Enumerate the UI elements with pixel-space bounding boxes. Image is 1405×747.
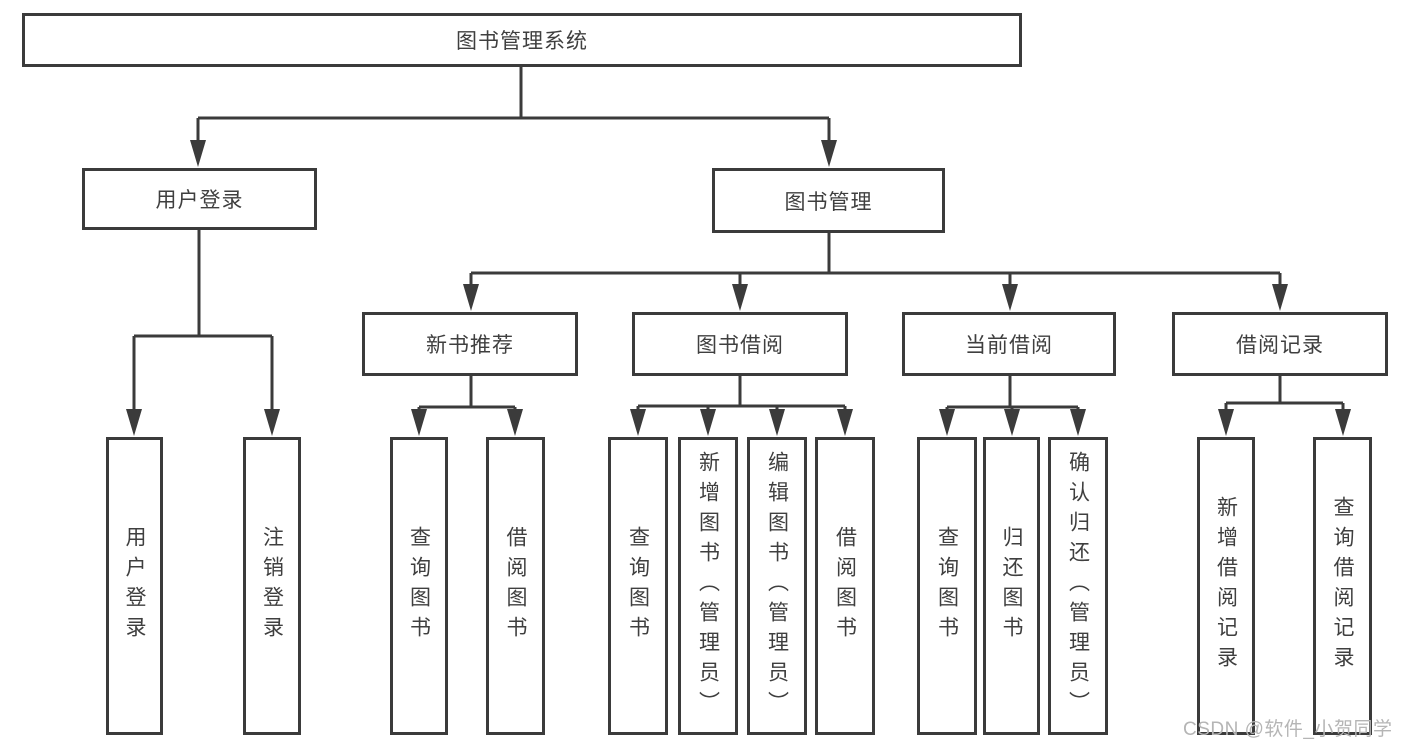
node-label: 新书推荐 [426, 334, 514, 357]
node-label: 用户登录 [155, 189, 244, 212]
leaf-query-borrow-record: 查询借阅记录 [1313, 437, 1372, 735]
leaf-query-books-recommend: 查询图书 [390, 437, 448, 735]
leaf-label: 编辑图书（管理员） [765, 451, 789, 721]
arrowheads [126, 140, 1351, 436]
leaf-label: 查询图书 [407, 526, 431, 646]
node-user-login: 用户登录 [82, 168, 317, 230]
leaf-borrow-books-recommend: 借阅图书 [486, 437, 545, 735]
node-label: 借阅记录 [1236, 334, 1324, 357]
node-current-borrowing: 当前借阅 [902, 312, 1116, 376]
leaf-add-borrow-record: 新增借阅记录 [1197, 437, 1255, 735]
leaf-label: 新增借阅记录 [1214, 496, 1238, 676]
node-label: 图书管理系统 [456, 30, 588, 53]
node-label: 当前借阅 [965, 334, 1053, 357]
leaf-query-books-current: 查询图书 [917, 437, 977, 735]
leaf-label: 新增图书（管理员） [696, 451, 720, 721]
node-book-borrowing: 图书借阅 [632, 312, 848, 376]
node-library-management-system: 图书管理系统 [22, 13, 1022, 67]
node-borrowing-records: 借阅记录 [1172, 312, 1388, 376]
leaf-label: 查询借阅记录 [1331, 496, 1354, 676]
leaf-confirm-return-admin: 确认归还（管理员） [1048, 437, 1108, 735]
leaf-label: 注销登录 [260, 526, 284, 646]
leaf-query-books-borrowing: 查询图书 [608, 437, 668, 735]
leaf-label: 借阅图书 [833, 526, 857, 646]
csdn-watermark: CSDN @软件_小贺同学 [1183, 719, 1393, 740]
leaf-return-books: 归还图书 [983, 437, 1040, 735]
leaf-user-login: 用户登录 [106, 437, 163, 735]
leaf-add-books-admin: 新增图书（管理员） [678, 437, 738, 735]
leaf-edit-books-admin: 编辑图书（管理员） [747, 437, 807, 735]
leaf-borrow-books: 借阅图书 [815, 437, 875, 735]
leaf-label: 查询图书 [626, 526, 650, 646]
leaf-logout: 注销登录 [243, 437, 301, 735]
leaf-label: 确认归还（管理员） [1066, 451, 1090, 721]
leaf-label: 归还图书 [1000, 526, 1023, 646]
leaf-label: 查询图书 [935, 526, 959, 646]
node-label: 图书借阅 [696, 334, 784, 357]
leaf-label: 借阅图书 [504, 526, 527, 646]
node-new-book-recommendation: 新书推荐 [362, 312, 578, 376]
node-book-management: 图书管理 [712, 168, 945, 233]
leaf-label: 用户登录 [123, 526, 146, 646]
node-label: 图书管理 [784, 190, 873, 214]
